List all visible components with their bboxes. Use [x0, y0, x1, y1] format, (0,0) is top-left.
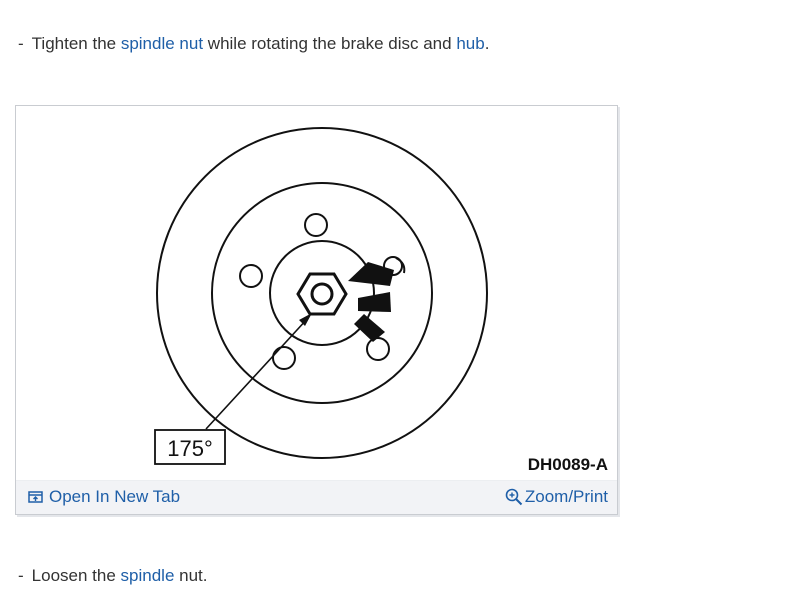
spindle-nut-link[interactable]: spindle nut	[120, 34, 204, 53]
brake-disc-diagram: 175° DH0089-A	[154, 127, 608, 474]
figure-footer: Open In New Tab Zoom/Print	[16, 480, 617, 514]
rotation-arrow	[358, 292, 391, 312]
step-text: Loosen the	[31, 566, 121, 585]
open-in-new-tab-button[interactable]: Open In New Tab	[28, 487, 180, 507]
figure-code: DH0089-A	[528, 455, 608, 474]
stud-hole	[304, 213, 328, 237]
step-dash: -	[18, 566, 24, 585]
zoom-print-label: Zoom/Print	[524, 487, 608, 506]
rotation-arrow	[348, 262, 394, 286]
figure-container: 175° DH0089-A Open In New Tab Zoom/Print	[15, 105, 618, 515]
step-tighten-spindle-nut: -Tighten the spindle nut while rotating …	[18, 34, 489, 54]
stud-hole	[272, 346, 296, 370]
spindle-link[interactable]: spindle	[120, 566, 175, 585]
step-loosen-spindle-nut: -Loosen the spindle nut.	[18, 566, 208, 586]
magnifier-zoom-icon	[505, 488, 523, 506]
rotation-arrow-tail	[395, 257, 406, 274]
callout-arrowhead	[299, 313, 312, 326]
step-dash: -	[18, 34, 24, 53]
step-text: nut.	[174, 566, 208, 585]
stud-hole	[366, 337, 390, 361]
hub-link[interactable]: hub	[456, 34, 485, 53]
spindle-nut-hexagon	[296, 272, 348, 316]
callout-box	[154, 429, 226, 465]
step-text: Tighten the	[31, 34, 121, 53]
stud-hole	[239, 264, 263, 288]
callout-label: 175°	[167, 436, 213, 461]
spindle-nut-center	[310, 282, 334, 306]
step-text: .	[484, 34, 490, 53]
brake-disc-outer	[156, 127, 488, 459]
step-text: while rotating the brake disc and	[203, 34, 457, 53]
open-in-new-tab-label: Open In New Tab	[49, 487, 181, 506]
hub-inner-circle	[269, 240, 375, 346]
zoom-print-button[interactable]: Zoom/Print	[505, 487, 608, 507]
rotation-arrow	[354, 314, 385, 342]
callout-leader-line	[205, 317, 309, 430]
hub-ring	[211, 182, 433, 404]
open-in-new-tab-icon	[28, 491, 43, 503]
